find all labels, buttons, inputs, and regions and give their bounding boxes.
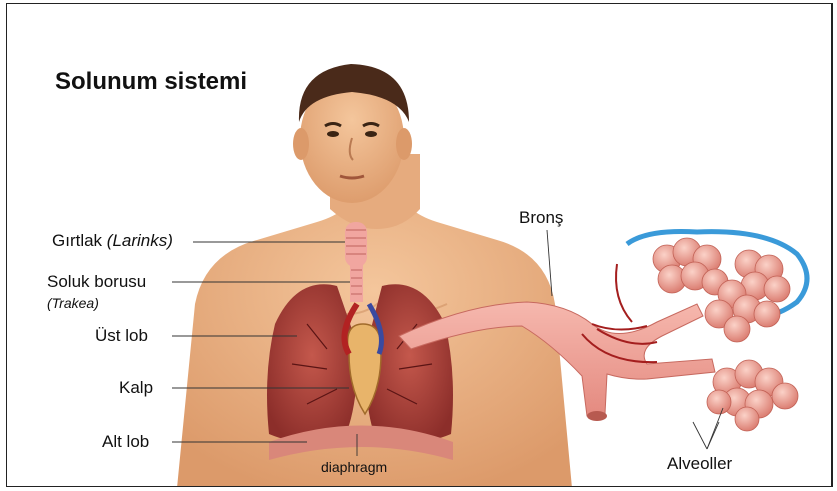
- diagram-frame: Solunum sistemi Gırtlak (Larinks) Soluk …: [6, 3, 833, 487]
- label-trachea: Soluk borusu: [47, 272, 146, 292]
- label-larynx-latin: (Larinks): [107, 231, 173, 250]
- page-title: Solunum sistemi: [55, 68, 247, 96]
- label-larynx: Gırtlak (Larinks): [52, 231, 173, 251]
- label-diaphragm: diaphragm: [321, 459, 387, 475]
- label-heart: Kalp: [119, 378, 153, 398]
- label-larynx-main: Gırtlak: [52, 231, 102, 250]
- alveoli-clusters: [653, 238, 798, 431]
- label-trachea-latin: (Trakea): [47, 295, 99, 311]
- label-lower-lobe: Alt lob: [102, 432, 149, 452]
- label-trachea-latin-text: (Trakea): [47, 295, 99, 311]
- label-upper-lobe: Üst lob: [95, 326, 148, 346]
- label-bronchus: Bronş: [519, 208, 563, 228]
- label-alveoli: Alveoller: [667, 454, 732, 474]
